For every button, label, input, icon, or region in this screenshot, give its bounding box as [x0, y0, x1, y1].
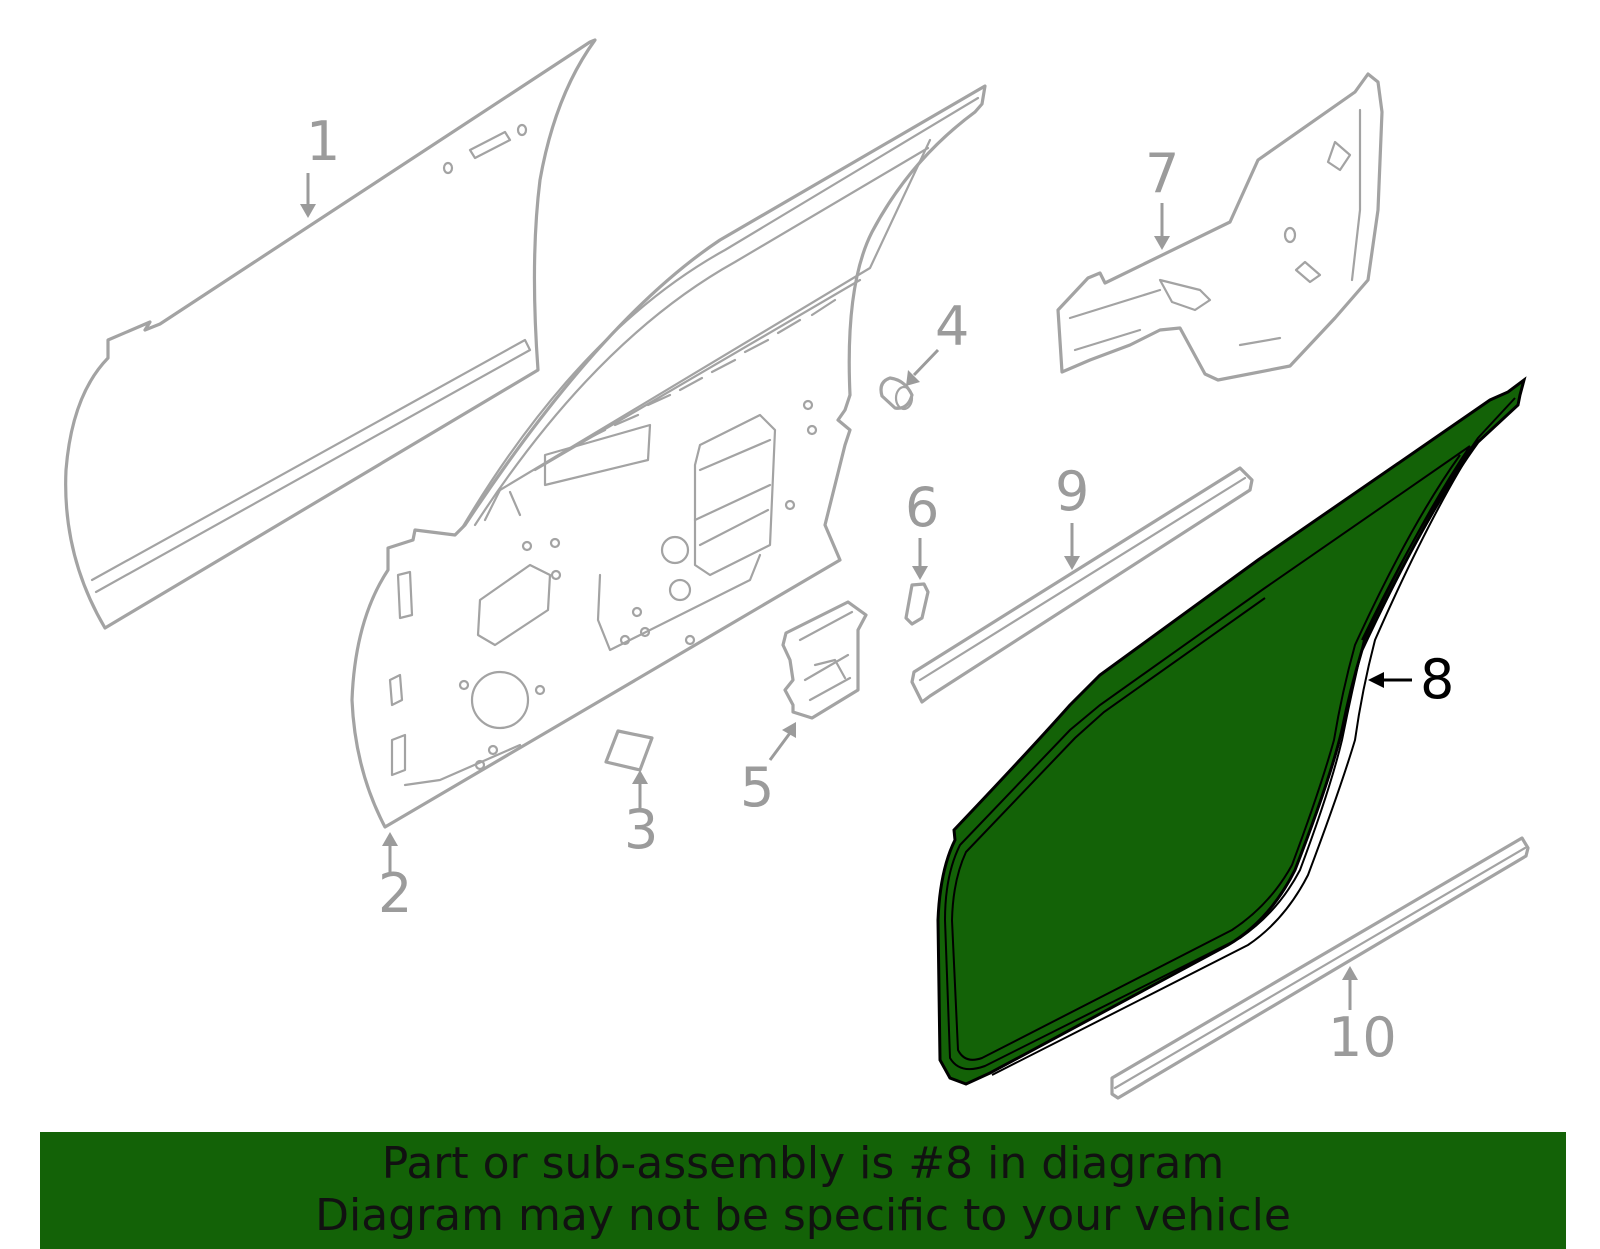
part-10-belt-molding-lower[interactable]: [1110, 836, 1530, 1100]
part-5-clip[interactable]: [904, 582, 930, 626]
callout-label-3: 4: [935, 295, 969, 358]
part-1-door-shell[interactable]: [350, 84, 987, 829]
part-7-outer-skin[interactable]: [64, 38, 597, 630]
banner-line-2: Diagram may not be specific to your vehi…: [315, 1190, 1291, 1241]
callout-label-8: 8: [1420, 648, 1454, 711]
info-banner: Part or sub-assembly is #8 in diagram Di…: [40, 1132, 1566, 1249]
callout-10: 10: [1328, 966, 1397, 1069]
callout-label-4: 5: [740, 756, 774, 819]
callout-3: 4: [906, 295, 969, 386]
banner-background: [40, 1132, 1566, 1249]
callout-label-6: 7: [1145, 142, 1179, 205]
part-3-bushing[interactable]: [879, 376, 914, 411]
callout-1: 2: [378, 832, 412, 925]
part-9-belt-molding-upper[interactable]: [910, 466, 1254, 704]
callout-9: 9: [1055, 460, 1089, 570]
callout-4: 5: [740, 722, 796, 819]
callout-label-9: 9: [1055, 460, 1089, 523]
callout-label-7: 1: [306, 110, 340, 173]
part-2-plug[interactable]: [604, 729, 654, 772]
part-4-bracket[interactable]: [781, 600, 868, 720]
callout-8: 8: [1368, 648, 1454, 711]
callout-label-5: 6: [905, 476, 939, 539]
callout-7: 1: [300, 110, 340, 218]
part-6-reinforcement-panel[interactable]: [1056, 72, 1384, 382]
callout-5: 6: [905, 476, 939, 580]
callout-6: 7: [1145, 142, 1179, 250]
callout-label-10: 10: [1328, 1006, 1397, 1069]
callout-2: 3: [624, 770, 658, 861]
callout-label-1: 2: [378, 862, 412, 925]
banner-line-1: Part or sub-assembly is #8 in diagram: [381, 1138, 1225, 1189]
part-8-weatherstrip[interactable]: [936, 376, 1527, 1086]
